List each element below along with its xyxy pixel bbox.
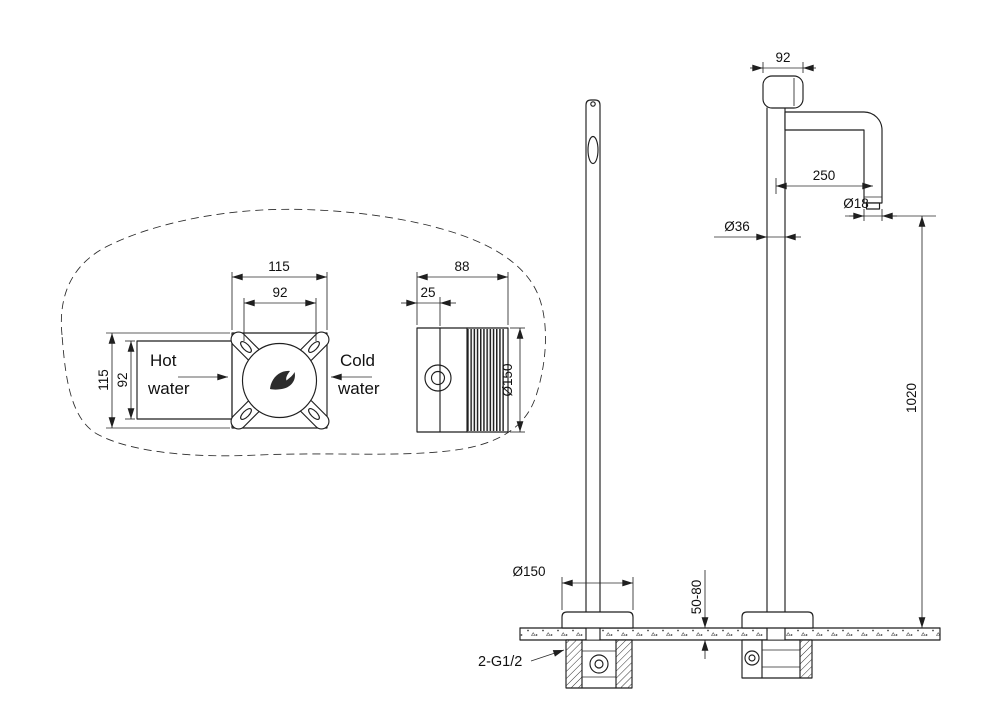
dim-label: 250	[813, 168, 836, 183]
detail-cloud	[60, 208, 546, 457]
dim-total-height: 1020	[904, 216, 926, 628]
dim-side-25: 25	[401, 285, 456, 326]
spout-arm	[784, 111, 883, 204]
dim-plan-top-outer: 115	[231, 259, 328, 330]
cold-water-label: Cold water	[331, 351, 380, 398]
valve-connection	[589, 654, 609, 674]
lug-slot	[240, 408, 252, 420]
dim-head-width: 92	[750, 50, 816, 73]
side-view: 88 25 Ø150	[401, 259, 525, 433]
spout-connection	[744, 650, 760, 666]
dim-label: Ø150	[512, 564, 545, 579]
mixer-column	[585, 99, 601, 629]
dim-side-dia150: Ø150	[500, 327, 525, 433]
hot-water-label: Hot water	[147, 351, 228, 398]
cold-water-text-line1: Cold	[340, 351, 375, 370]
dim-label: 115	[96, 369, 111, 391]
cold-water-text-line2: water	[337, 379, 380, 398]
dim-side-88: 88	[416, 259, 509, 325]
thread-callout: 2-G1/2	[478, 649, 565, 670]
dim-column-diameter: Ø36	[714, 219, 801, 241]
dim-plan-top-inner: 92	[243, 285, 317, 341]
dim-label: 1020	[904, 383, 919, 413]
dim-plan-side-inner: 92	[115, 340, 135, 420]
aerator-tip	[865, 202, 881, 210]
lug-slot	[308, 341, 320, 353]
elevation-view: 92 250 Ø36 Ø18 1020	[478, 50, 941, 689]
thread-hatch	[467, 329, 504, 431]
floor	[519, 627, 941, 641]
base-plate-right	[741, 611, 814, 629]
brand-logo	[270, 370, 295, 390]
base-plate-left	[561, 611, 634, 629]
spout-head	[762, 75, 804, 109]
dim-label: Ø150	[500, 363, 515, 396]
dim-label: Ø36	[724, 219, 750, 234]
dim-label: 92	[775, 50, 790, 65]
dim-label: 115	[268, 259, 290, 274]
handle-slot	[587, 135, 599, 165]
floor-penetrations	[585, 627, 786, 641]
cap-button	[590, 101, 596, 107]
plan-view: 115 92 115 92 Hot water Cold	[96, 259, 380, 430]
dim-label: Ø18	[843, 196, 869, 211]
rough-in-box-left	[565, 639, 633, 689]
dim-label: 92	[272, 285, 287, 300]
dim-label: 88	[454, 259, 469, 274]
mounting-box-outline	[231, 332, 328, 429]
side-body	[416, 327, 509, 433]
dim-label: 25	[420, 285, 435, 300]
cloud-outline	[60, 208, 546, 457]
lug-slot	[240, 341, 252, 353]
leader-line	[530, 649, 565, 662]
floor-stipple	[520, 628, 940, 640]
hot-water-text-line1: Hot	[150, 351, 177, 370]
spout-column	[762, 75, 883, 629]
rough-in-box-right	[741, 639, 813, 679]
hot-water-text-line2: water	[147, 379, 190, 398]
thread-label: 2-G1/2	[478, 654, 522, 670]
dim-floor-thickness: 50-80	[689, 570, 709, 659]
dim-label: 92	[115, 372, 130, 387]
inlet-port	[424, 364, 452, 392]
dim-spout-reach: 250	[775, 168, 873, 194]
dim-label: 50-80	[689, 580, 704, 615]
dim-base-diameter: Ø150	[512, 564, 634, 610]
dim-plan-side-outer: 115	[96, 332, 230, 429]
